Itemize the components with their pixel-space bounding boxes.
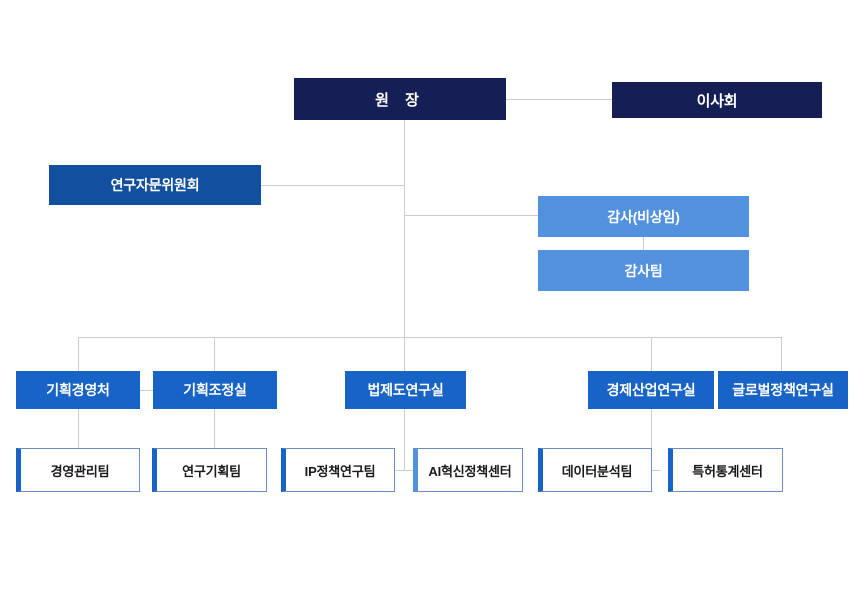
- connector-drop-team-3: [404, 408, 405, 470]
- node-auditor[interactable]: 감사(비상임): [538, 196, 749, 237]
- connector-auditor: [404, 215, 538, 216]
- node-advisory-committee[interactable]: 연구자문위원회: [49, 165, 261, 205]
- node-team-ip-policy-research[interactable]: IP정책연구팀: [281, 448, 395, 492]
- connector-director-board: [506, 99, 612, 100]
- connector-auditor-auditteam: [643, 237, 644, 250]
- node-team-management-admin[interactable]: 경영관리팀: [16, 448, 140, 492]
- node-director[interactable]: 원 장: [294, 78, 506, 120]
- node-audit-team[interactable]: 감사팀: [538, 250, 749, 291]
- connector-drop-division-2: [214, 337, 215, 371]
- connector-drop-division-4: [651, 337, 652, 371]
- node-team-patent-statistics-center[interactable]: 특허통계센터: [668, 448, 783, 492]
- connector-drop-division-3: [404, 337, 405, 371]
- connector-stub-division-12: [140, 390, 153, 391]
- connector-drop-team-4: [651, 408, 652, 470]
- connector-drop-team-2: [214, 408, 215, 448]
- node-division-planning-management[interactable]: 기획경영처: [16, 371, 140, 409]
- connector-division-bus: [78, 337, 781, 338]
- node-division-global-policy-research[interactable]: 글로벌정책연구실: [718, 371, 848, 409]
- connector-stub-team-3b: [404, 470, 414, 471]
- connector-stub-team-3a: [395, 470, 405, 471]
- connector-drop-division-1: [78, 337, 79, 371]
- node-division-legal-system-research[interactable]: 법제도연구실: [345, 371, 466, 409]
- node-division-planning-coordination[interactable]: 기획조정실: [153, 371, 277, 409]
- connector-stub-team-4b: [651, 470, 661, 471]
- connector-advisory: [261, 185, 405, 186]
- node-team-data-analysis[interactable]: 데이터분석팀: [538, 448, 652, 492]
- node-team-ai-innovation-policy-center[interactable]: AI혁신정책센터: [413, 448, 523, 492]
- connector-drop-team-1: [78, 408, 79, 448]
- node-division-economy-industry-research[interactable]: 경제산업연구실: [588, 371, 714, 409]
- node-board[interactable]: 이사회: [612, 82, 822, 118]
- connector-director-trunk: [404, 120, 405, 338]
- node-team-research-planning[interactable]: 연구기획팀: [152, 448, 267, 492]
- connector-drop-division-5: [781, 337, 782, 371]
